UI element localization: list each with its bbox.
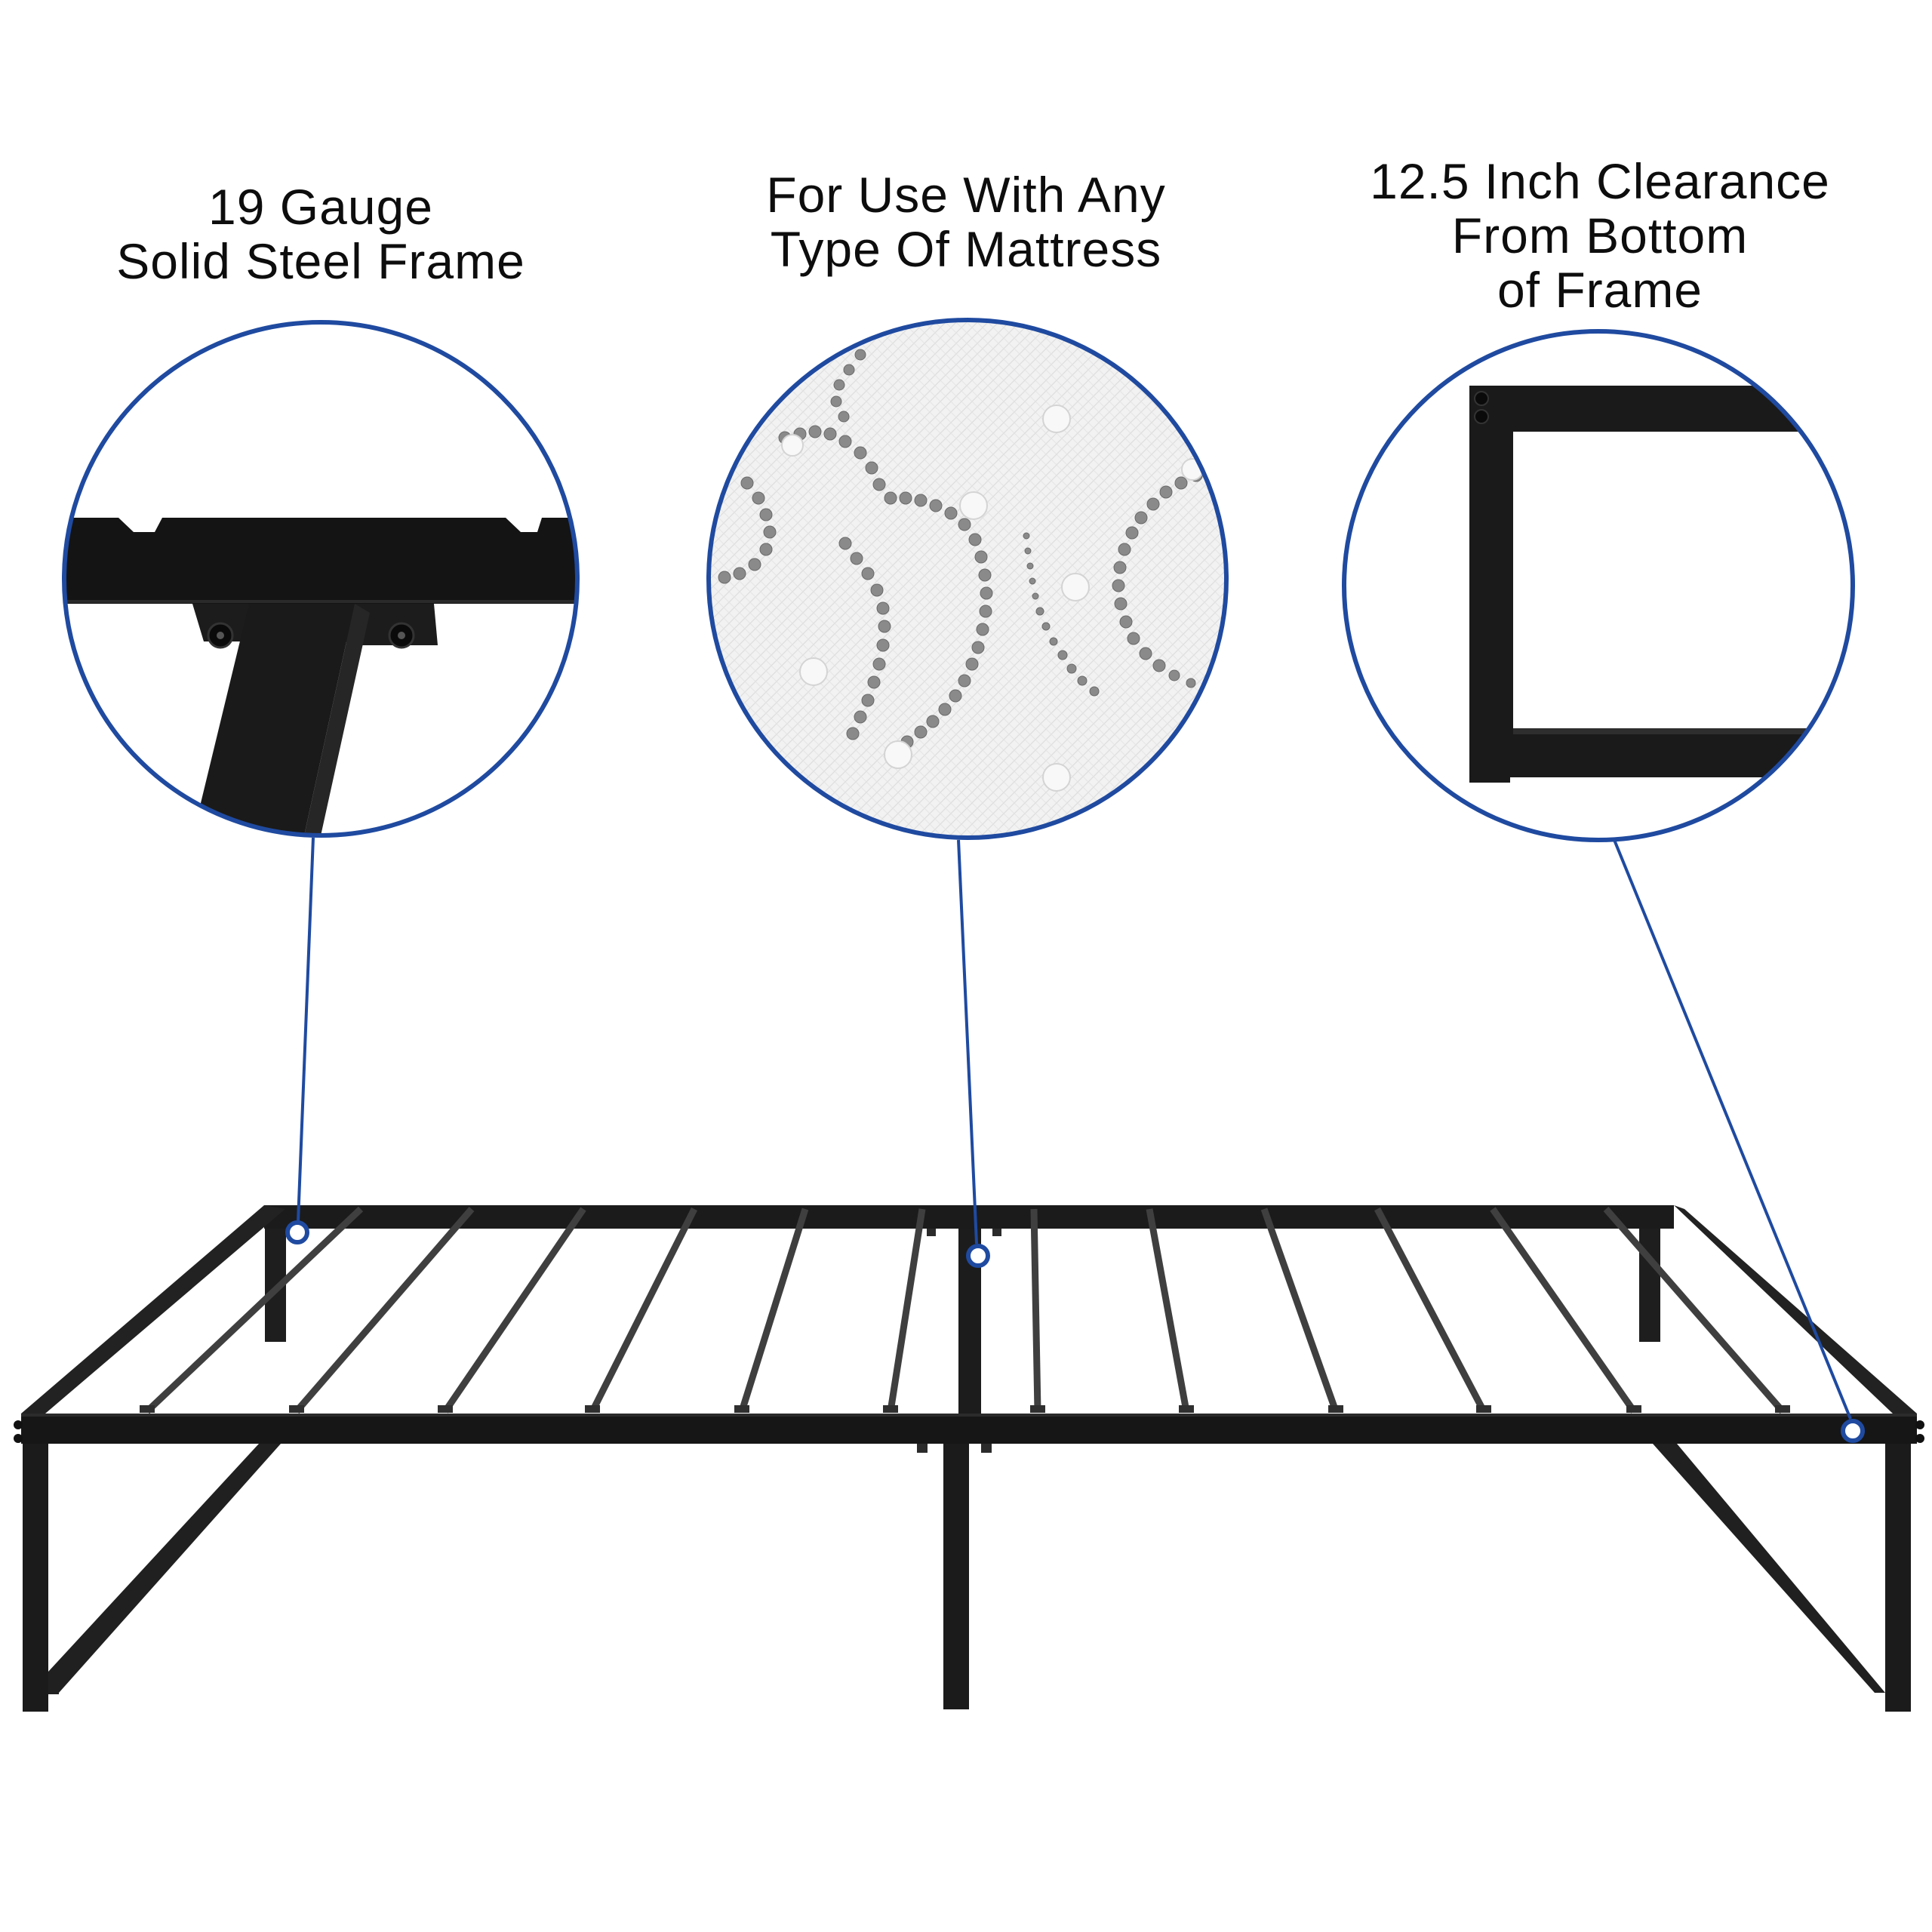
caption-line: Type Of Mattress (770, 221, 1162, 277)
anchor-dot-clearance (1841, 1419, 1865, 1443)
inset-mattress-fabric (709, 320, 1226, 838)
leader-lines (297, 837, 1852, 1420)
caption-line: For Use With Any (766, 167, 1166, 223)
bed-frame-illustration (14, 1205, 1924, 1712)
slats (144, 1206, 1786, 1414)
callout-circle-clearance (1342, 329, 1855, 842)
leader-line-mattress (957, 839, 978, 1244)
feature-caption-mattress: For Use With Any Type Of Mattress (694, 168, 1238, 276)
caption-line: From Bottom (1451, 208, 1749, 263)
anchor-dots (285, 1220, 1865, 1443)
callout-circle-mattress (706, 318, 1229, 840)
anchor-dot-gauge (285, 1220, 309, 1244)
leader-line-gauge (297, 837, 315, 1222)
callout-circle-gauge (62, 320, 580, 838)
caption-line: of Frame (1497, 262, 1703, 318)
caption-line: Solid Steel Frame (116, 233, 525, 289)
quilt-pattern (718, 349, 1203, 749)
feature-caption-gauge: 19 Gauge Solid Steel Frame (72, 180, 570, 288)
caption-line: 19 Gauge (208, 179, 433, 235)
caption-line: 12.5 Inch Clearance (1370, 153, 1830, 209)
leader-line-clearance (1613, 839, 1852, 1420)
anchor-dot-mattress (966, 1244, 990, 1268)
feature-caption-clearance: 12.5 Inch Clearance From Bottom of Frame (1328, 154, 1872, 317)
inset-frame-joint (64, 322, 577, 835)
